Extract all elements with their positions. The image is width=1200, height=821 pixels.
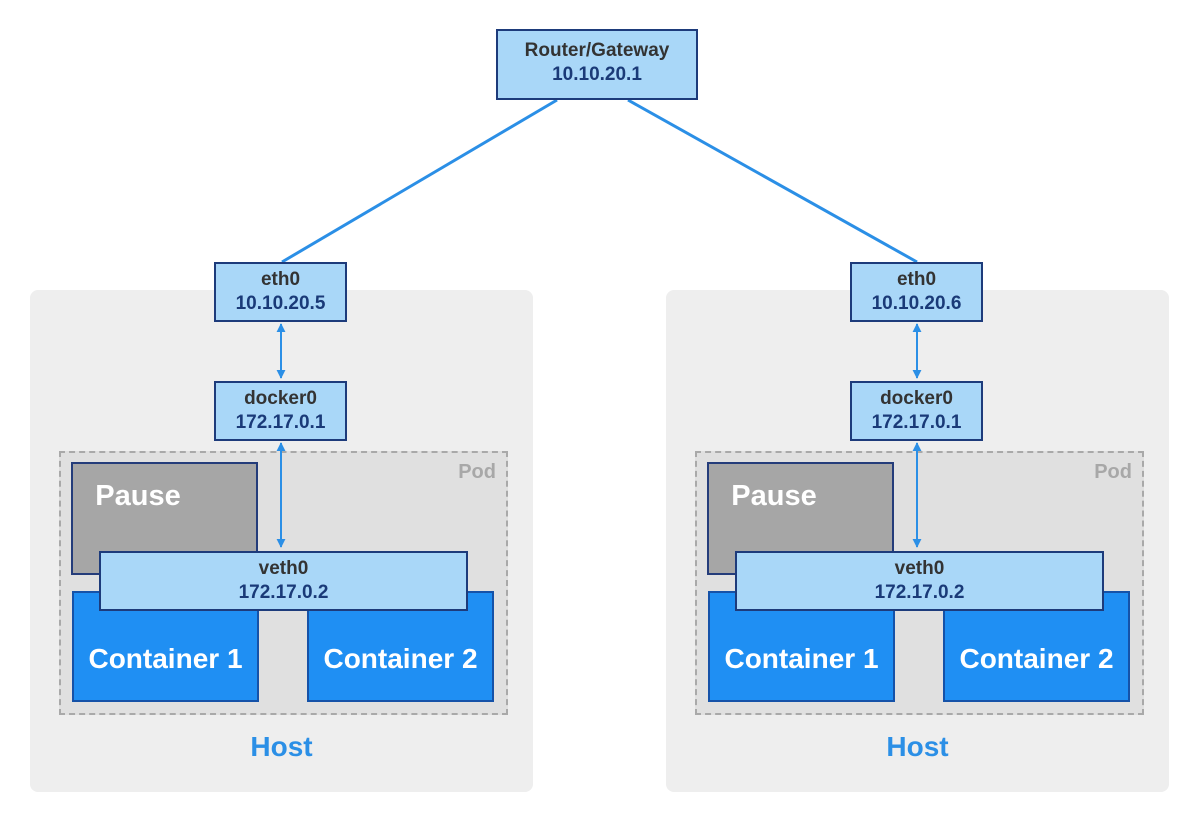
router-to-left-eth0-link <box>281 98 558 264</box>
eth0-name: eth0 <box>260 269 301 290</box>
veth0-ip: 172.17.0.2 <box>874 582 965 603</box>
eth0-ip: 10.10.20.6 <box>871 293 962 314</box>
veth0-name: veth0 <box>894 558 945 579</box>
pause-label: Pause <box>731 480 817 512</box>
router-name: Router/Gateway <box>524 40 670 61</box>
veth0-interface: veth0 172.17.0.2 <box>99 551 468 611</box>
veth0-name: veth0 <box>258 558 309 579</box>
container-2-label: Container 2 <box>323 642 478 674</box>
eth0-ip: 10.10.20.5 <box>235 293 326 314</box>
docker0-name: docker0 <box>244 388 317 409</box>
router-ip: 10.10.20.1 <box>552 64 642 85</box>
pod: Pod Pause Container 1 Container 2 veth0 … <box>59 451 508 715</box>
router-to-right-eth0-link <box>627 98 918 264</box>
eth0-name: eth0 <box>896 269 937 290</box>
container-2-label: Container 2 <box>959 642 1114 674</box>
veth0-ip: 172.17.0.2 <box>238 582 329 603</box>
pod-label: Pod <box>1094 461 1132 483</box>
container-1-label: Container 1 <box>88 642 243 674</box>
host-label: Host <box>250 731 313 762</box>
docker0-bridge-right: docker0 172.17.0.1 <box>850 381 983 441</box>
veth0-interface: veth0 172.17.0.2 <box>735 551 1104 611</box>
eth0-interface-left: eth0 10.10.20.5 <box>214 262 347 322</box>
container-1-label: Container 1 <box>724 642 879 674</box>
docker0-ip: 172.17.0.1 <box>871 412 962 433</box>
router-gateway: Router/Gateway 10.10.20.1 <box>496 29 698 100</box>
docker0-bridge-left: docker0 172.17.0.1 <box>214 381 347 441</box>
docker0-ip: 172.17.0.1 <box>235 412 326 433</box>
pod-label: Pod <box>458 461 496 483</box>
pause-label: Pause <box>95 480 181 512</box>
eth0-interface-right: eth0 10.10.20.6 <box>850 262 983 322</box>
docker0-name: docker0 <box>880 388 953 409</box>
host-label: Host <box>886 731 949 762</box>
